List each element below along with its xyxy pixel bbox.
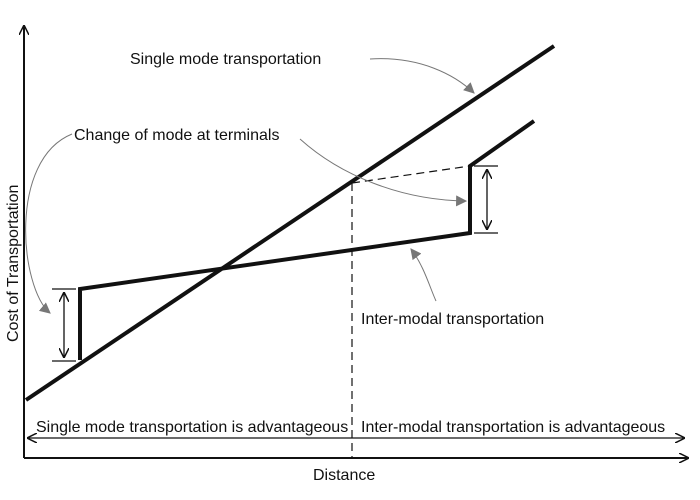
y-axis-label: Cost of Transportation (5, 185, 22, 342)
terminal-bracket-right (474, 165, 498, 234)
inter-modal-pointer (410, 248, 437, 302)
label-change-of-mode: Change of mode at terminals (74, 127, 279, 144)
change-mode-pointer-left (25, 133, 73, 314)
single-mode-dashed-extension (351, 165, 471, 184)
change-mode-pointer-right (299, 138, 468, 207)
inter-modal-line (78, 119, 536, 360)
region-label-right: Inter-modal transportation is advantageo… (361, 419, 665, 436)
single-mode-pointer (369, 58, 475, 94)
region-label-left: Single mode transportation is advantageo… (36, 419, 348, 436)
label-inter-modal: Inter-modal transportation (361, 311, 544, 328)
terminal-bracket-left (52, 288, 76, 362)
x-axis-label: Distance (313, 467, 375, 484)
single-mode-line (24, 44, 556, 402)
label-single-mode: Single mode transportation (130, 51, 321, 68)
